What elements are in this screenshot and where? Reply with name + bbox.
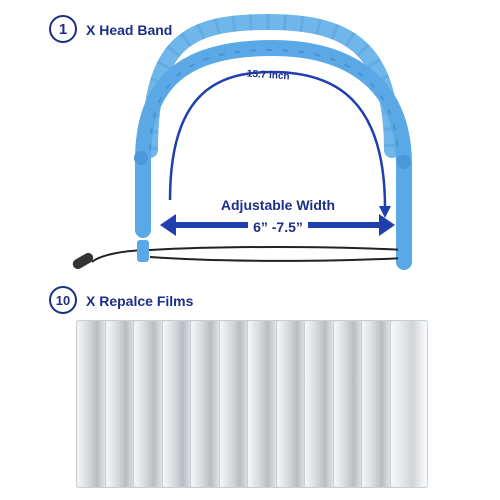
length-arrow — [168, 70, 387, 209]
right-knob — [397, 155, 411, 169]
cord-clip-left — [137, 240, 149, 262]
width-arrow-left-head — [160, 214, 176, 236]
back-band — [142, 13, 400, 158]
film-sheet — [389, 320, 428, 488]
front-band — [135, 39, 412, 270]
elastic-cord-bottom — [149, 256, 405, 262]
cord-clip-right — [398, 240, 410, 262]
width-arrow-right-head — [379, 214, 395, 236]
width-range: 6” -7.5” — [253, 219, 303, 235]
length-arrow-head — [379, 206, 391, 218]
films-title: X Repalce Films — [86, 293, 194, 309]
elastic-cord-top — [149, 246, 405, 251]
replacement-films — [76, 320, 446, 490]
width-title-bg — [222, 196, 334, 214]
length-label: 15.7 inch — [246, 69, 289, 83]
back-band-holes — [142, 13, 400, 151]
cord-stopper — [72, 253, 94, 269]
count-badge-headband: 1 — [49, 15, 77, 43]
count-badge-films: 10 — [49, 286, 77, 314]
front-band-holes — [149, 48, 399, 161]
left-knob — [134, 151, 148, 165]
width-range-bg — [248, 217, 308, 234]
headband-illustration: 15.7 inch Adjustable Width 6” -7.5” — [72, 13, 412, 270]
width-title: Adjustable Width — [221, 197, 335, 213]
headband-title: X Head Band — [86, 22, 173, 38]
